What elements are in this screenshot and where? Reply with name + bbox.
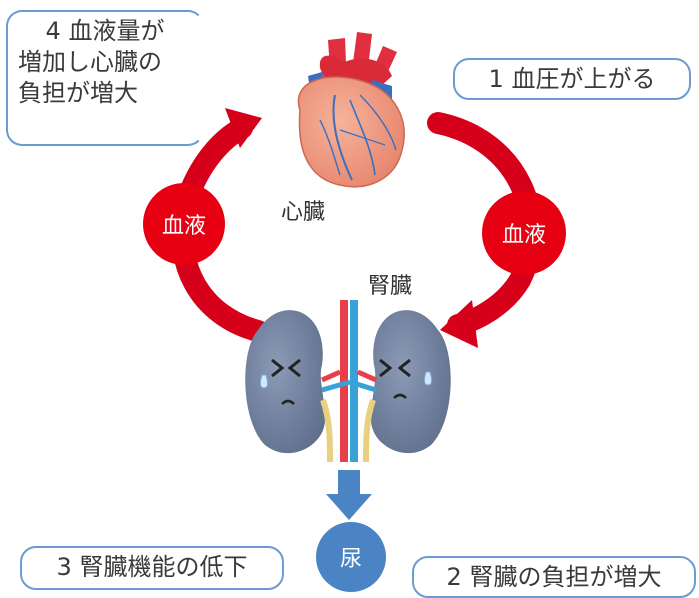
step1-note: 1 血圧が上がる bbox=[453, 58, 691, 100]
step2-text: 2 腎臓の負担が増大 bbox=[446, 563, 662, 591]
urine-arrow bbox=[326, 470, 372, 520]
blood-right-text: 血液 bbox=[501, 223, 546, 248]
step4-line2: 増加し心臓の bbox=[18, 48, 162, 77]
kidney-label: 腎臓 bbox=[368, 274, 413, 299]
heart-illustration bbox=[297, 32, 405, 188]
blood-left-text: 血液 bbox=[161, 214, 206, 239]
kidneys-illustration bbox=[245, 300, 451, 463]
urine-text: 尿 bbox=[339, 547, 362, 572]
step1-text: 1 血圧が上がる bbox=[488, 65, 656, 93]
urine-circle: 尿 bbox=[316, 522, 386, 592]
step3-note: 3 腎臓機能の低下 bbox=[20, 546, 284, 590]
blood-circle-right: 血液 bbox=[482, 191, 566, 275]
step4-line1: 4 血液量が bbox=[45, 17, 165, 45]
step4-line3: 負担が増大 bbox=[18, 79, 138, 108]
step4-note: 4 血液量が 増加し心臓の 負担が増大 bbox=[6, 10, 204, 146]
step3-text: 3 腎臓機能の低下 bbox=[56, 553, 248, 581]
step2-note: 2 腎臓の負担が増大 bbox=[412, 556, 696, 598]
heart-label: 心臓 bbox=[281, 200, 326, 225]
blood-circle-left: 血液 bbox=[143, 183, 225, 265]
